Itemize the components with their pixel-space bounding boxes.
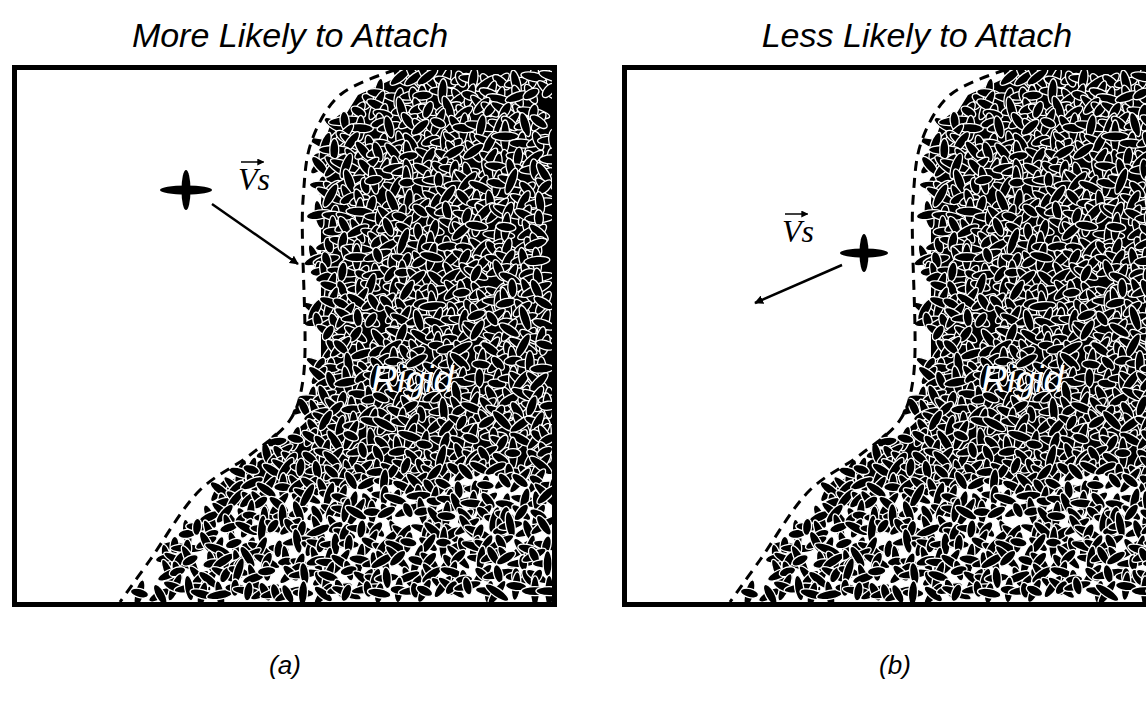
particle-arm	[530, 364, 554, 374]
particle-arm	[475, 368, 484, 388]
particle-cross	[1128, 80, 1146, 107]
particle-arm	[505, 449, 521, 458]
particle-arm	[364, 174, 384, 186]
particle-cross	[362, 164, 385, 195]
particle-arm	[415, 583, 435, 599]
particle-arm	[129, 586, 149, 599]
particle-arm	[399, 178, 416, 188]
particle-arm	[502, 167, 520, 196]
particle-arm	[483, 309, 500, 328]
particle-cross	[363, 500, 381, 525]
particle-arm	[534, 513, 554, 537]
particle-cross	[494, 211, 517, 242]
particle-arm	[367, 587, 392, 600]
particle-arm	[420, 100, 435, 120]
particle-cross	[256, 560, 277, 582]
particle-arm	[360, 310, 382, 329]
particle-cross	[416, 240, 446, 274]
particle-arm	[387, 548, 408, 569]
particle-arm	[295, 458, 306, 478]
particle-arm	[1030, 100, 1045, 120]
particle-arm	[1130, 70, 1146, 84]
particle-arm	[341, 428, 360, 443]
particle-arm	[522, 82, 540, 105]
particle-cross	[504, 571, 528, 602]
particle-arm	[465, 220, 489, 232]
particle-arm	[336, 261, 348, 282]
particle-arm	[400, 501, 415, 519]
rigid-cluster	[737, 58, 1146, 612]
particle-arm	[532, 294, 555, 313]
particle-arm	[323, 370, 338, 391]
particle-arm	[429, 115, 447, 130]
particle-arm	[461, 431, 480, 446]
particle-arm	[352, 308, 363, 327]
particle-arm	[452, 287, 471, 298]
particle-arm	[1132, 82, 1146, 105]
particle-arm	[399, 536, 418, 548]
particle-arm	[298, 580, 308, 605]
particle-arm	[495, 296, 517, 309]
rigid-cluster	[127, 58, 569, 612]
particle-arm	[543, 551, 552, 577]
particle-arm	[467, 318, 487, 343]
particle-arm	[356, 519, 367, 538]
particle-arm	[468, 263, 484, 284]
particle-arm	[264, 517, 281, 535]
cluster-core	[218, 70, 552, 490]
particle-arm	[476, 480, 495, 491]
particle-arm	[419, 250, 445, 264]
particle-arm	[462, 264, 489, 283]
particle-arm	[529, 110, 549, 133]
particle-cross	[524, 107, 553, 136]
particle-arm	[436, 511, 456, 522]
particle-arm	[521, 86, 541, 102]
particle-arm	[375, 504, 397, 522]
particle-arm	[539, 155, 563, 164]
cluster-core	[828, 70, 1146, 490]
particle-arm	[528, 112, 549, 131]
particle-arm	[183, 575, 196, 602]
particle-arm	[257, 566, 276, 577]
particle-arm	[1131, 86, 1146, 102]
particle-arm	[536, 587, 563, 596]
particle-cross	[366, 581, 393, 606]
particle-cross	[451, 574, 483, 598]
particle-cross	[1143, 75, 1146, 106]
dashed-boundary	[120, 70, 395, 602]
particle-arm	[363, 311, 380, 330]
particle-arm	[1145, 78, 1146, 103]
particle-arm	[461, 576, 474, 596]
particle-cross	[533, 75, 565, 106]
particle-arm	[535, 78, 562, 103]
particle-arm	[495, 221, 516, 232]
particle-arm	[320, 182, 341, 209]
